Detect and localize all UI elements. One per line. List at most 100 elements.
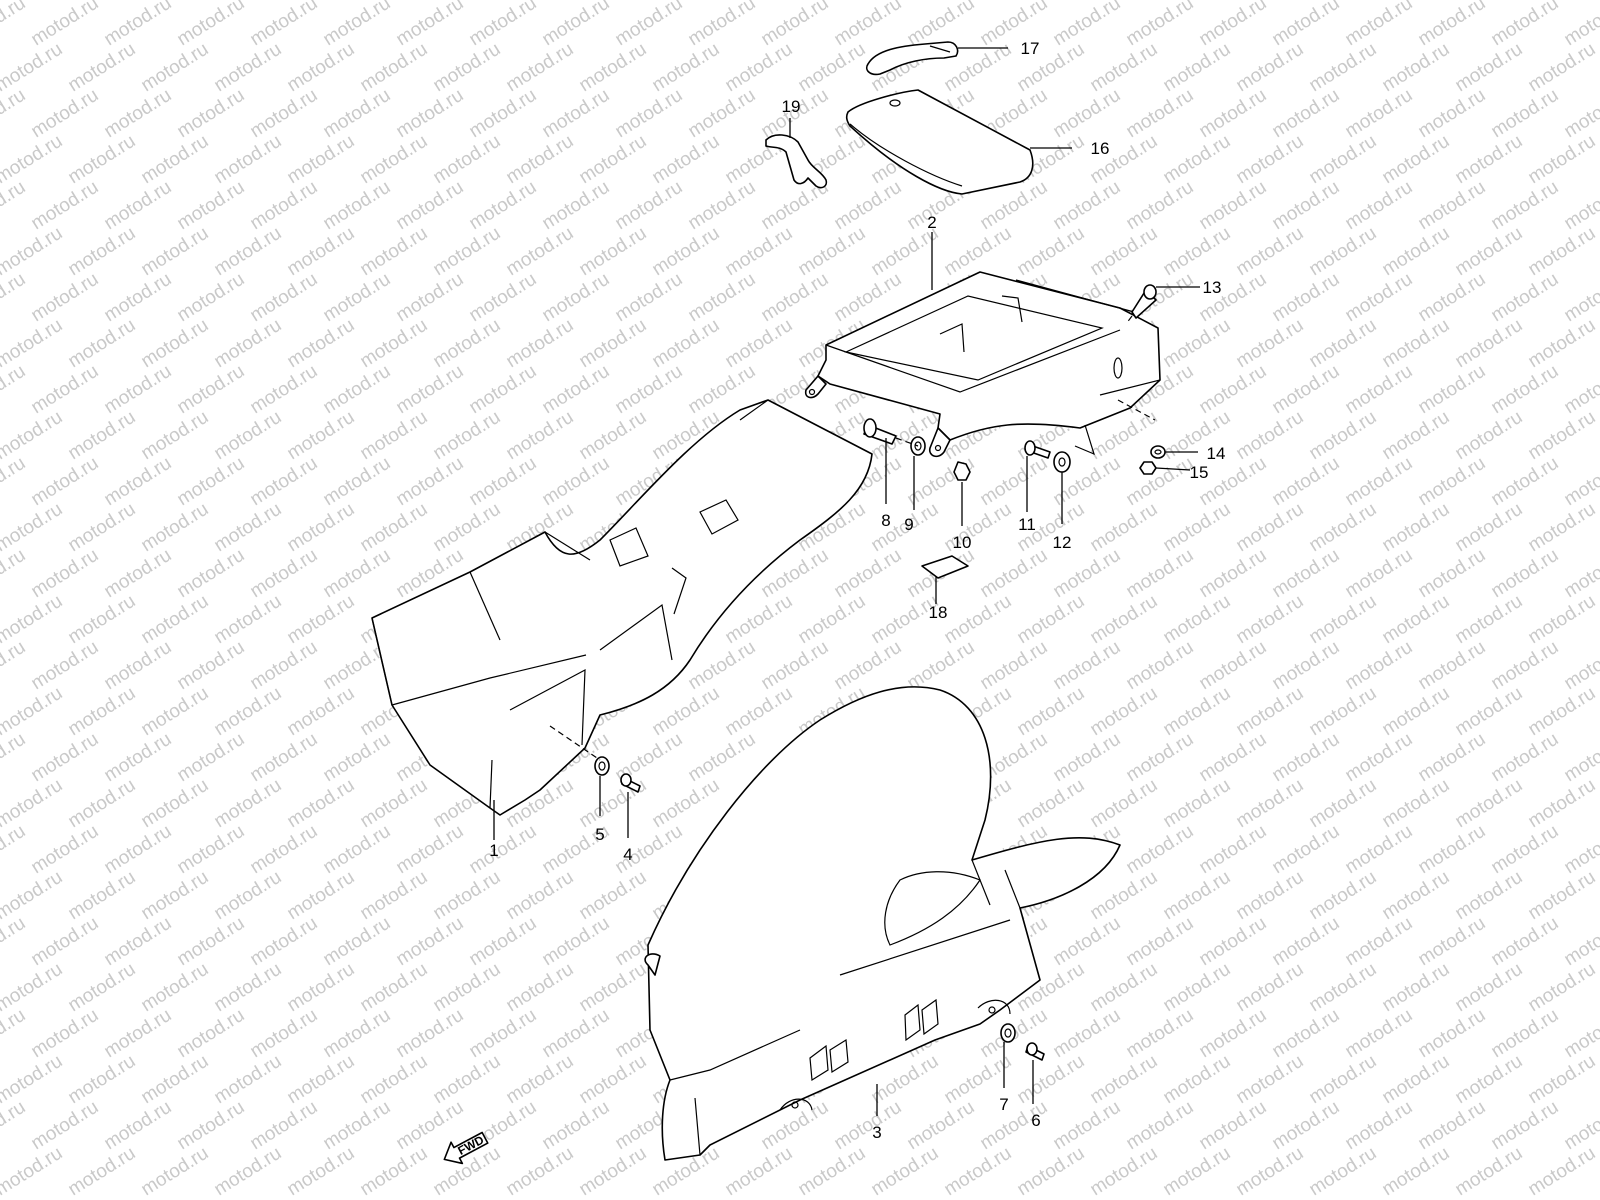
watermark-text: motod.ru	[0, 1051, 66, 1109]
watermark-text: motod.ru	[1525, 315, 1600, 373]
watermark-text: motod.ru	[0, 131, 66, 189]
watermark-text: motod.ru	[1160, 39, 1235, 97]
watermark-text: motod.ru	[28, 821, 103, 879]
watermark-text: motod.ru	[685, 177, 760, 235]
watermark-text: motod.ru	[1525, 407, 1600, 465]
watermark-text: motod.ru	[247, 361, 322, 419]
watermark-text: motod.ru	[0, 775, 66, 833]
watermark-text: motod.ru	[0, 269, 29, 327]
watermark-text: motod.ru	[1160, 775, 1235, 833]
watermark-text: motod.ru	[1379, 39, 1454, 97]
watermark-text: motod.ru	[466, 85, 541, 143]
callout-2: 2	[927, 213, 936, 232]
fastener-8-bolt	[863, 418, 897, 445]
watermark-text: motod.ru	[138, 959, 213, 1017]
watermark-text: motod.ru	[466, 177, 541, 235]
assembly-lines	[549, 315, 1156, 761]
watermark-text: motod.ru	[1379, 499, 1454, 557]
watermark-text: motod.ru	[1561, 545, 1600, 603]
watermark-text: motod.ru	[65, 683, 140, 741]
watermark-text: motod.ru	[1269, 545, 1344, 603]
watermark-text: motod.ru	[357, 499, 432, 557]
watermark-text: motod.ru	[1415, 453, 1490, 511]
watermark-text: motod.ru	[576, 867, 651, 925]
watermark-text: motod.ru	[1342, 545, 1417, 603]
watermark-text: motod.ru	[1306, 959, 1381, 1017]
watermark-text: motod.ru	[28, 729, 103, 787]
watermark-text: motod.ru	[1269, 177, 1344, 235]
watermark-text: motod.ru	[1561, 85, 1600, 143]
watermark-text: motod.ru	[211, 39, 286, 97]
watermark-text: motod.ru	[320, 85, 395, 143]
callout-5: 5	[595, 825, 604, 844]
watermark-text: motod.ru	[539, 85, 614, 143]
watermark-text: motod.ru	[685, 0, 760, 50]
watermark-text: motod.ru	[28, 913, 103, 971]
watermark-text: motod.ru	[211, 1051, 286, 1109]
watermark-text: motod.ru	[576, 131, 651, 189]
watermark-text: motod.ru	[247, 85, 322, 143]
watermark-text: motod.ru	[320, 177, 395, 235]
watermark-text: motod.ru	[1123, 85, 1198, 143]
watermark-text: motod.ru	[1306, 315, 1381, 373]
watermark-text: motod.ru	[65, 223, 140, 281]
watermark-text: motod.ru	[28, 453, 103, 511]
watermark-text: motod.ru	[1488, 637, 1563, 695]
part-2-tail-housing	[804, 271, 1161, 458]
watermark-text: motod.ru	[0, 1143, 66, 1200]
watermark-text: motod.ru	[576, 775, 651, 833]
watermark-text: motod.ru	[1452, 39, 1527, 97]
watermark-text: motod.ru	[831, 0, 906, 50]
watermark-text: motod.ru	[1014, 1051, 1089, 1109]
watermark-text: motod.ru	[1342, 1005, 1417, 1063]
watermark-text: motod.ru	[1525, 867, 1600, 925]
watermark-text: motod.ru	[1196, 361, 1271, 419]
watermark-text: motod.ru	[576, 223, 651, 281]
watermark-text: motod.ru	[539, 1097, 614, 1155]
watermark-text: motod.ru	[795, 591, 870, 649]
watermark-text: motod.ru	[101, 637, 176, 695]
watermark-text: motod.ru	[1415, 729, 1490, 787]
watermark-text: motod.ru	[1123, 637, 1198, 695]
watermark-text: motod.ru	[1050, 729, 1125, 787]
watermark-text: motod.ru	[211, 131, 286, 189]
watermark-text: motod.ru	[247, 913, 322, 971]
fastener-10-nut	[953, 461, 971, 481]
fastener-5-washer	[594, 756, 610, 776]
watermark-text: motod.ru	[174, 729, 249, 787]
watermark-text: motod.ru	[1561, 1097, 1600, 1155]
watermark-text: motod.ru	[357, 407, 432, 465]
watermark-text: motod.ru	[1160, 867, 1235, 925]
watermark-text: motod.ru	[174, 453, 249, 511]
watermark-text: motod.ru	[576, 39, 651, 97]
watermark-text: motod.ru	[1050, 177, 1125, 235]
watermark-text: motod.ru	[430, 867, 505, 925]
watermark-text: motod.ru	[1269, 729, 1344, 787]
watermark-text: motod.ru	[612, 269, 687, 327]
watermark-text: motod.ru	[1233, 591, 1308, 649]
watermark-text: motod.ru	[1379, 1143, 1454, 1200]
watermark-text: motod.ru	[466, 453, 541, 511]
callout-18: 18	[929, 603, 948, 622]
watermark-text: motod.ru	[1561, 637, 1600, 695]
watermark-text: motod.ru	[1379, 223, 1454, 281]
watermark-text: motod.ru	[1269, 821, 1344, 879]
watermark-text: motod.ru	[1269, 637, 1344, 695]
watermark-text: motod.ru	[320, 1097, 395, 1155]
watermark-text: motod.ru	[1160, 1051, 1235, 1109]
watermark-text: motod.ru	[1196, 545, 1271, 603]
watermark-text: motod.ru	[1233, 1143, 1308, 1200]
watermark-text: motod.ru	[357, 959, 432, 1017]
watermark-text: motod.ru	[1306, 591, 1381, 649]
watermark-text: motod.ru	[1488, 361, 1563, 419]
watermark-text: motod.ru	[649, 315, 724, 373]
watermark-text: motod.ru	[1160, 683, 1235, 741]
watermark-text: motod.ru	[0, 821, 29, 879]
watermark-text: motod.ru	[1306, 39, 1381, 97]
watermark-text: motod.ru	[649, 39, 724, 97]
watermark-text: motod.ru	[211, 959, 286, 1017]
watermark-text: motod.ru	[0, 591, 66, 649]
watermark-text: motod.ru	[211, 683, 286, 741]
watermark-text: motod.ru	[1123, 545, 1198, 603]
watermark-text: motod.ru	[320, 545, 395, 603]
